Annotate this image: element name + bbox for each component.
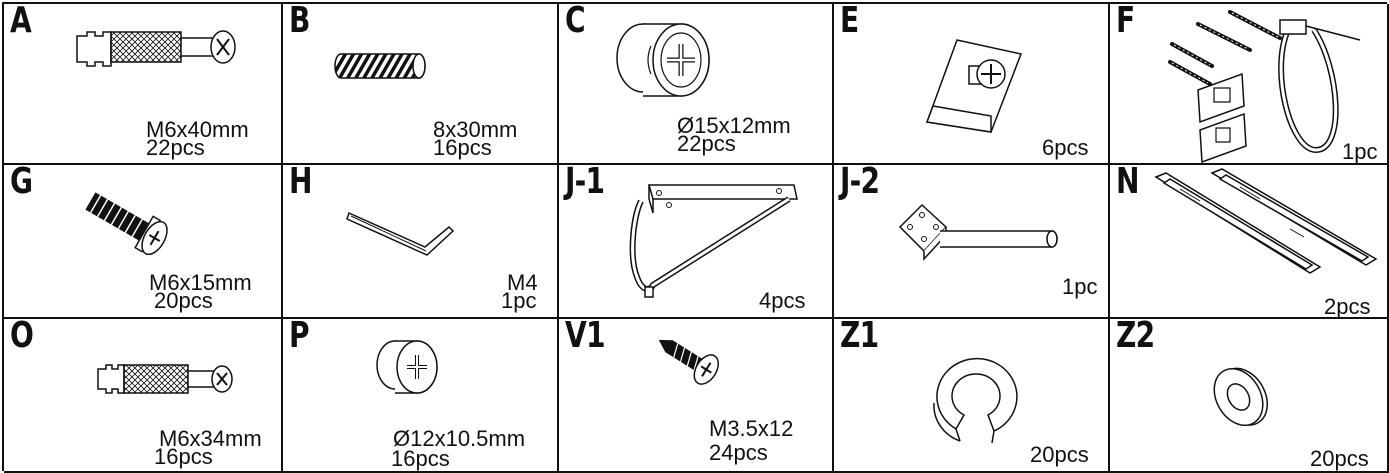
part-letter: J-1 — [565, 165, 605, 202]
part-size: Ø12x10.5mm — [393, 426, 526, 451]
part-size: M6x34mm — [159, 426, 262, 451]
part-quantity: 20pcs — [154, 288, 213, 313]
cam-lock-nut-small-icon — [373, 333, 443, 403]
part-cell-p: P Ø12x10.5mm 16pcs — [283, 319, 559, 473]
part-cell-n: N 2pcs — [1110, 165, 1389, 319]
part-letter: N — [1116, 165, 1140, 202]
part-letter: G — [10, 165, 33, 202]
drawer-slides-icon — [1150, 169, 1380, 279]
part-letter: E — [840, 4, 859, 41]
part-quantity: 2pcs — [1324, 294, 1371, 319]
wood-screw-icon — [658, 339, 731, 395]
part-cell-c: C Ø15x12mm 22pcs — [559, 4, 834, 165]
part-cell-e: E 6pcs — [834, 4, 1110, 165]
part-quantity: 24pcs — [709, 440, 768, 465]
machine-screw-icon — [85, 192, 182, 265]
part-quantity: 1pc — [1062, 274, 1098, 299]
part-letter: V1 — [565, 319, 605, 356]
part-quantity: 16pcs — [433, 135, 492, 160]
part-quantity: 16pcs — [391, 446, 450, 471]
part-quantity: 22pcs — [677, 131, 736, 156]
part-size: 8x30mm — [433, 117, 518, 142]
wood-dowel-icon — [333, 44, 433, 84]
part-letter: P — [289, 319, 310, 356]
part-cell-o: O M6x34mm 16pcs — [4, 319, 283, 473]
part-quantity: 16pcs — [154, 444, 213, 469]
part-quantity: 20pcs — [1310, 446, 1369, 471]
part-cell-a: A M6x40mm 22pcs — [4, 4, 283, 165]
part-cell-z2: Z2 20pcs — [1110, 319, 1389, 473]
part-cell-h: H M4 1pc — [283, 165, 559, 319]
center-leg-icon — [892, 197, 1072, 287]
part-cell-f: F 1pc — [1110, 4, 1389, 165]
part-cell-z1: Z1 20pcs — [834, 319, 1110, 473]
part-letter: B — [289, 4, 310, 41]
part-letter: F — [1116, 4, 1135, 41]
part-quantity: 1pc — [501, 288, 537, 313]
part-cell-g: G M6x15mm 20pcs — [4, 165, 283, 319]
corner-bracket-icon — [919, 32, 1029, 132]
cam-bolt-short-icon — [96, 359, 246, 399]
part-size: M6x15mm — [149, 270, 252, 295]
hex-key-icon — [345, 203, 465, 263]
part-quantity: 20pcs — [1030, 442, 1089, 467]
part-letter: C — [565, 4, 586, 41]
washer-icon — [1202, 355, 1282, 435]
part-size: M4 — [507, 270, 538, 295]
cam-lock-nut-icon — [611, 16, 721, 116]
anti-tip-kit-icon — [1140, 10, 1370, 160]
part-quantity: 6pcs — [1042, 135, 1089, 160]
part-quantity: 1pc — [1342, 139, 1378, 164]
part-cell-j1: J-1 4pcs — [559, 165, 834, 319]
cover-cap-icon — [914, 347, 1024, 447]
part-size: M3.5x12 — [709, 416, 794, 441]
part-letter: A — [10, 4, 32, 41]
part-size: Ø15x12mm — [677, 113, 791, 138]
part-cell-v1: V1 M3.5x12 24pcs — [559, 319, 834, 473]
part-size: M6x40mm — [146, 117, 249, 142]
part-cell-b: B 8x30mm 16pcs — [283, 4, 559, 165]
part-quantity: 4pcs — [759, 288, 806, 313]
part-letter: J-2 — [840, 165, 880, 202]
part-cell-j2: J-2 1pc — [834, 165, 1110, 319]
part-letter: Z1 — [840, 319, 879, 356]
hairpin-leg-icon — [629, 177, 809, 307]
part-letter: O — [10, 319, 34, 356]
part-quantity: 22pcs — [146, 135, 205, 160]
cam-bolt-long-icon — [69, 18, 239, 78]
part-letter: Z2 — [1116, 319, 1155, 356]
part-letter: H — [289, 165, 313, 202]
